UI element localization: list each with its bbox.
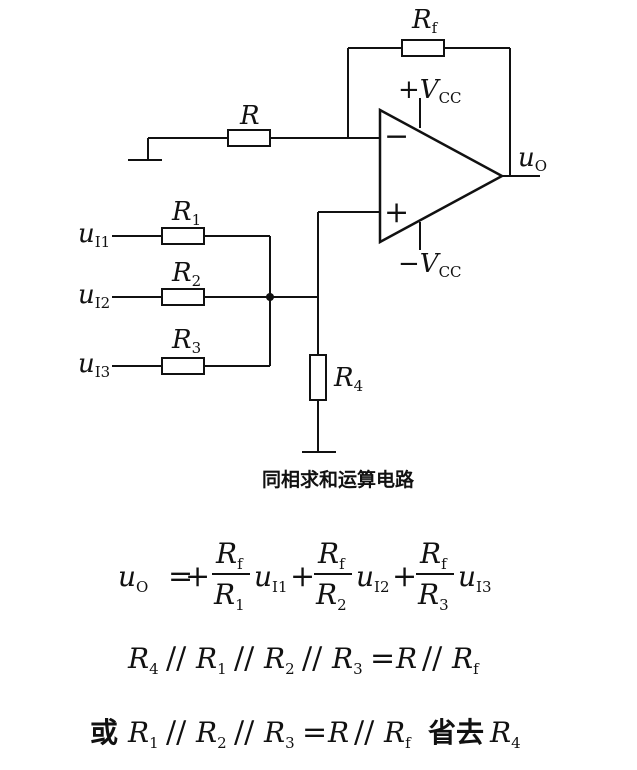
term3-den: R3	[417, 578, 449, 614]
cond1-r3: R3	[331, 642, 363, 678]
resistor-r	[227, 129, 271, 147]
eq-plus-3: +	[392, 559, 417, 594]
term2-u: uI2	[356, 560, 390, 596]
term2-den: R2	[315, 578, 347, 614]
label-neg-vcc: −VCC	[398, 249, 462, 281]
eq-lhs: uO	[118, 560, 148, 596]
equation-balance-condition: R4 // R1 // R2 // R3 = R // Rf	[127, 641, 480, 678]
term2-num: Rf	[317, 537, 346, 573]
opamp-plus-sign: +	[384, 195, 409, 230]
cond1-r: R	[395, 642, 417, 675]
eq-plus-2: +	[290, 559, 315, 594]
cond2-r2: R2	[195, 716, 227, 752]
equation-output-formula: uO = + Rf R1 uI1 + Rf R2 uI2 + Rf R3 uI3	[118, 537, 492, 614]
cond2-r: R	[327, 716, 349, 749]
label-r3: R3	[171, 325, 201, 357]
cond1-par-2: //	[234, 641, 255, 676]
label-r4: R4	[333, 363, 363, 395]
cond1-r4: R4	[127, 642, 159, 678]
cond1-par-3: //	[302, 641, 323, 676]
cond2-par-3: //	[354, 715, 375, 750]
cond2-r1: R1	[127, 716, 159, 752]
label-rf: Rf	[411, 5, 439, 37]
cond2-prefix: 或	[90, 716, 118, 749]
resistor-rf	[401, 39, 445, 57]
opamp-triangle	[378, 107, 505, 245]
cond2-r3: R3	[263, 716, 295, 752]
resistor-r2	[161, 288, 205, 306]
junction-dot	[266, 293, 274, 301]
term1-num: Rf	[215, 537, 244, 573]
cond2-par-1: //	[166, 715, 187, 750]
cond2-suffix-r4: R4	[489, 716, 521, 752]
label-uo: uO	[518, 143, 547, 175]
term1-den: R1	[213, 578, 245, 614]
resistor-r1	[161, 227, 205, 245]
eq-equals: =	[168, 559, 193, 594]
label-r2: R2	[171, 258, 201, 290]
term1-u: uI1	[254, 560, 288, 596]
figure-caption: 同相求和运算电路	[262, 468, 415, 491]
circuit-wires	[112, 47, 540, 453]
equation-alternative-condition: 或 R1 // R2 // R3 = R // Rf 省去 R4	[90, 715, 521, 752]
label-r1: R1	[171, 197, 201, 229]
cond1-rf: Rf	[451, 642, 480, 678]
cond1-r2: R2	[263, 642, 295, 678]
eq-plus-1: +	[185, 559, 210, 594]
opamp-minus-sign: −	[384, 119, 409, 154]
label-ui3: uI3	[78, 349, 110, 381]
cond2-suffix: 省去	[428, 716, 484, 749]
cond1-r1: R1	[195, 642, 227, 678]
label-pos-vcc: +VCC	[398, 75, 462, 107]
cond1-par-4: //	[422, 641, 443, 676]
label-ui2: uI2	[78, 280, 110, 312]
cond2-par-2: //	[234, 715, 255, 750]
label-ui1: uI1	[78, 219, 110, 251]
cond2-rf: Rf	[383, 716, 412, 752]
cond2-equals: =	[302, 715, 327, 750]
cond1-equals: =	[370, 641, 395, 676]
label-r: R	[239, 101, 260, 131]
resistor-r4	[309, 354, 327, 401]
resistor-r3	[161, 357, 205, 375]
term3-num: Rf	[419, 537, 448, 573]
term3-u: uI3	[458, 560, 492, 596]
cond1-par-1: //	[166, 641, 187, 676]
